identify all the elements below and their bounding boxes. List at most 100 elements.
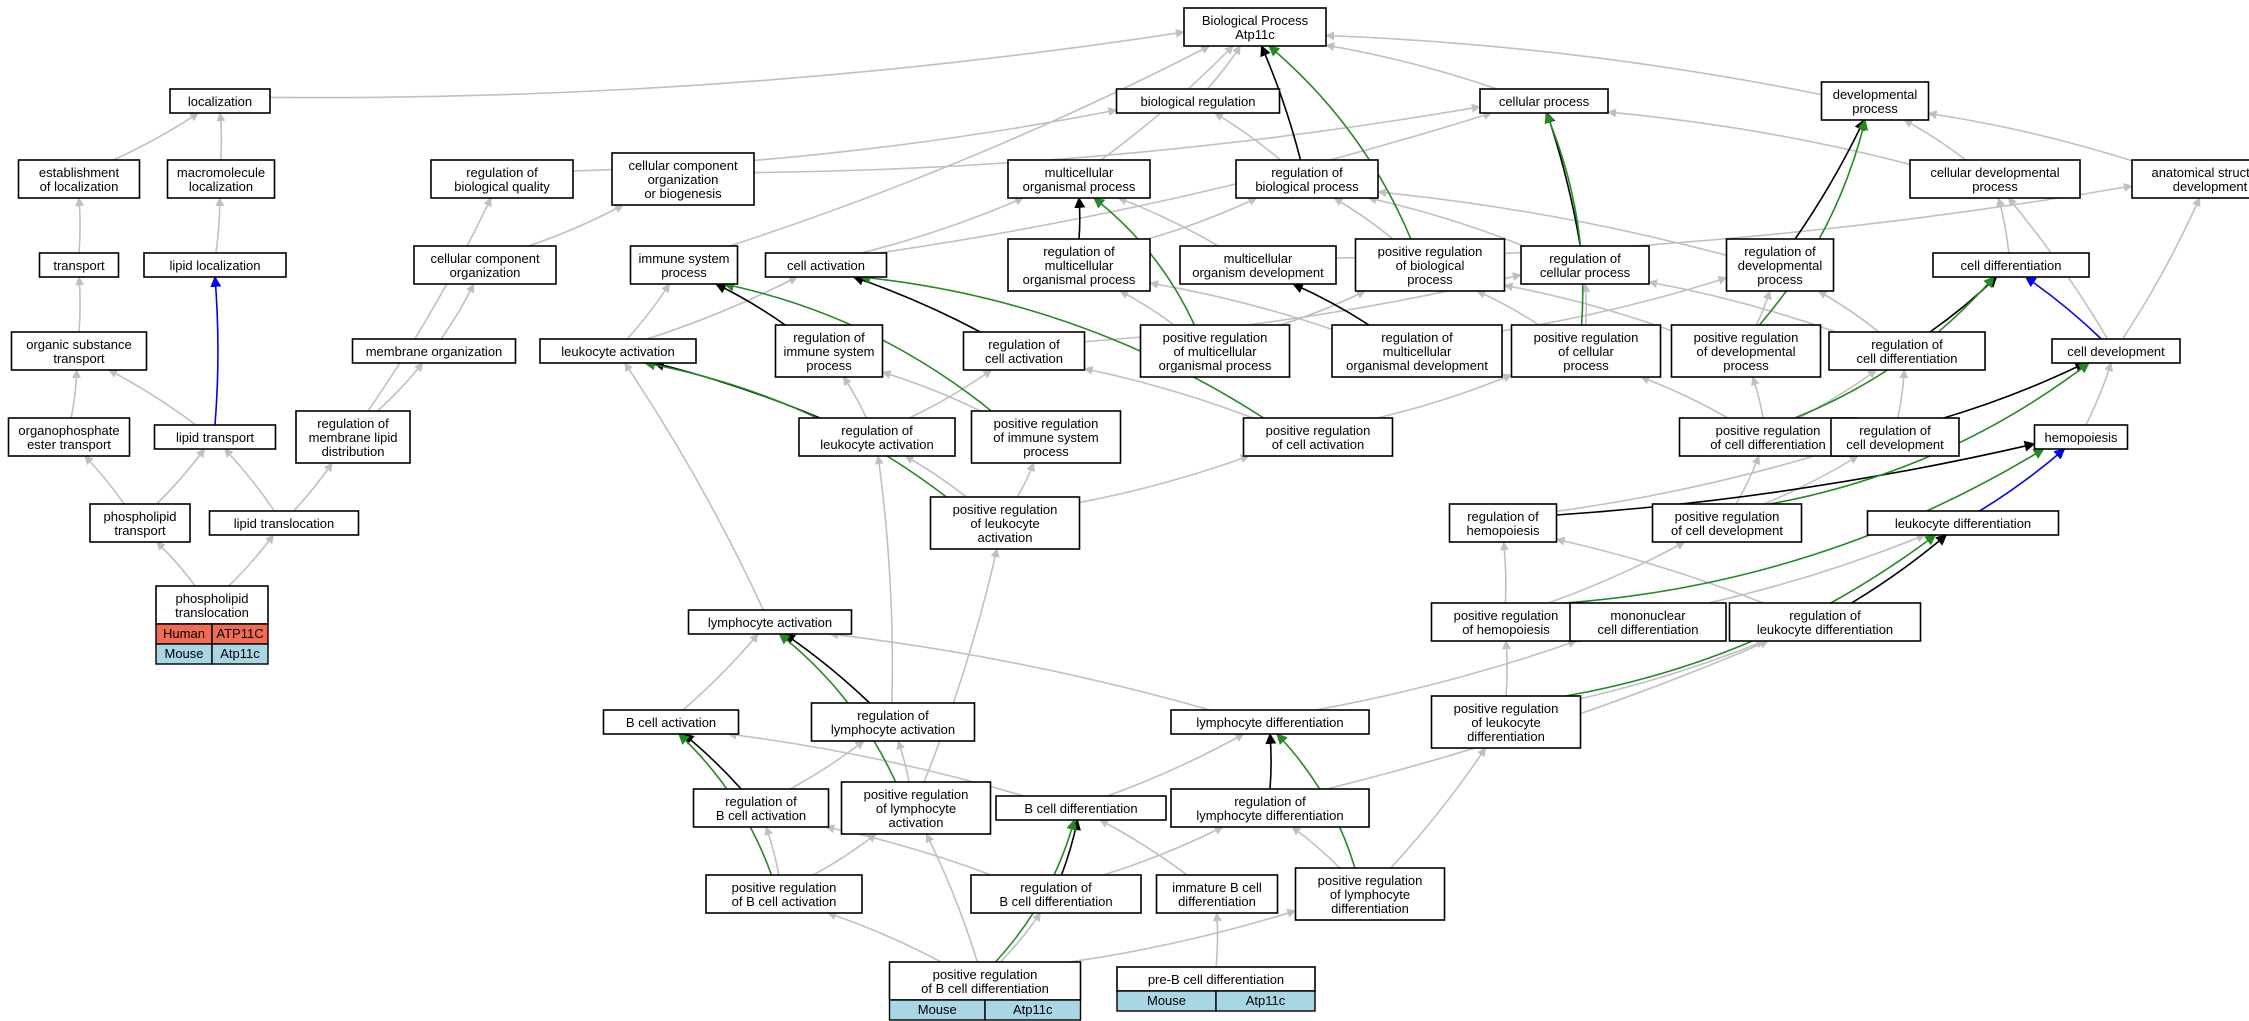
go-term-node[interactable]: regulation ofB cell activation [692,788,830,828]
node-box [7,417,131,457]
node-label-line: leukocyte differentiation [1895,516,2031,531]
node-box [1651,503,1803,543]
is-a-edge [440,283,475,340]
go-term-node[interactable]: B cell differentiation [995,795,1167,821]
node-box [1830,417,1960,457]
regulates-edge [682,733,742,790]
node-label-line: organization [648,172,719,187]
node-label-line: biological quality [454,179,550,194]
node-box [1331,324,1503,378]
go-term-node[interactable]: anatomical structuredevelopment [2131,159,2249,199]
go-term-node[interactable]: cell development [2051,338,2181,364]
go-term-node[interactable]: lipid transport [153,424,277,450]
go-term-node[interactable]: hemopoiesis [2033,424,2129,450]
is-a-edge [682,633,759,711]
go-term-node[interactable]: leukocyte activation [539,338,697,364]
is-a-edge [1640,375,1729,419]
go-term-node[interactable]: leukocyte differentiation [1866,510,2060,536]
go-term-node[interactable]: B cell activation [602,709,740,735]
go-term-node[interactable]: regulation ofB cell differentiation [970,874,1142,914]
species-gene-cell [1215,990,1316,1012]
go-term-node[interactable]: biological regulation [1115,88,1281,114]
go-term-node[interactable]: cell activation [764,252,888,278]
is-a-edge [1502,640,1512,697]
is-a-edge [112,112,200,161]
node-label-line: process [1852,101,1898,116]
node-box [705,874,863,914]
go-term-node[interactable]: cellular process [1479,88,1609,114]
is-a-edge [1325,31,1822,96]
node-box [1155,874,1279,914]
go-term-node[interactable]: membrane organization [351,338,517,364]
node-label-line: B cell differentiation [1024,801,1137,816]
is-a-edge [1548,541,1686,604]
go-term-node[interactable]: localization [169,88,271,114]
is-a-edge [1896,369,1909,419]
go-term-node[interactable]: lipid translocation [208,510,360,536]
go-term-node[interactable]: lymphocyte activation [687,609,853,635]
node-box [295,410,411,464]
go-term-node[interactable]: lymphocyte differentiation [1170,709,1370,735]
go-term-node[interactable]: lipid localization [143,252,287,278]
node-label-line: lymphocyte activation [708,615,832,630]
node-label-line: differentiation [1331,901,1409,916]
regulates-edge [1943,362,2087,419]
node-label-line: of cellular [1558,344,1614,359]
node-label-line: regulation of [988,337,1060,352]
is-a-edge [925,833,979,963]
go-term-node[interactable]: transport [38,252,120,278]
go-term-node[interactable]: cell differentiation [1932,252,2090,278]
is-a-edge [1068,908,1297,963]
positively-regulates-edge [778,633,897,783]
node-label-line: positive regulation [1534,330,1639,345]
